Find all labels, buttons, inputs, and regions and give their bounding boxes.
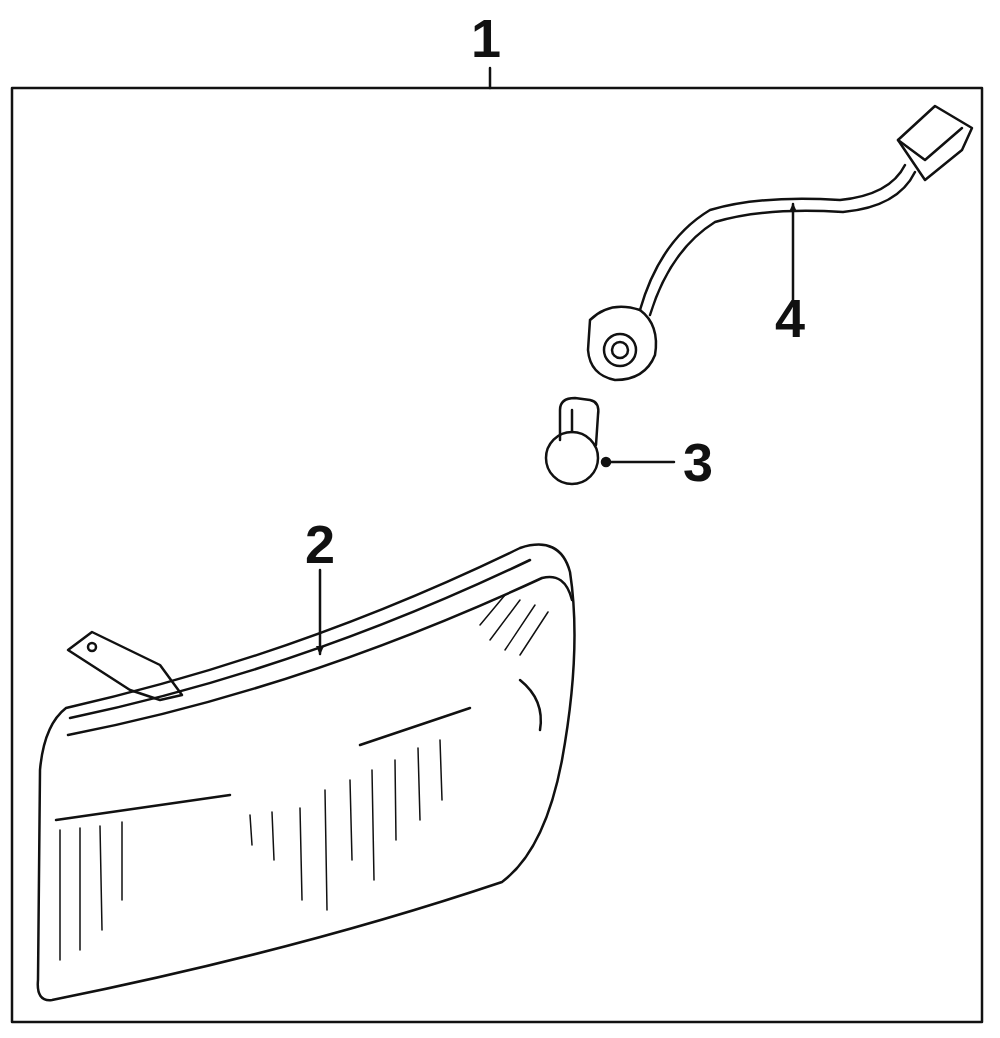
callout-number: 1 (471, 11, 501, 65)
bulb (546, 398, 598, 484)
lamp-lens (38, 545, 575, 1001)
leader-line (489, 68, 492, 88)
leader-line (319, 570, 322, 654)
leader-line (606, 461, 674, 464)
socket-harness (588, 106, 972, 380)
leader-line (792, 204, 795, 300)
callout-number: 4 (775, 291, 805, 345)
callout-number: 2 (305, 517, 335, 571)
callout-number: 3 (683, 435, 713, 489)
assembly-frame (12, 88, 982, 1022)
